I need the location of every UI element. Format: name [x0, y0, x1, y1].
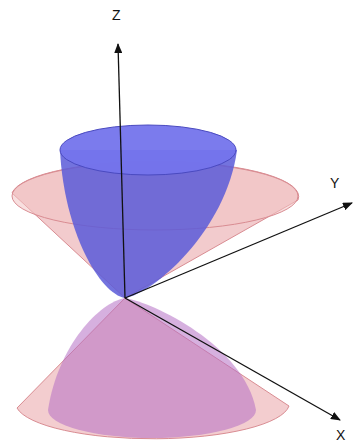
z-axis: [118, 44, 125, 298]
lower-paraboloid: [48, 298, 256, 438]
axis-label: Z: [112, 8, 121, 22]
y-axis: [125, 203, 352, 298]
upper-paraboloid-rim: [60, 125, 236, 175]
axis-label: X: [336, 428, 345, 442]
axis-label: Y: [330, 176, 339, 190]
x-axis: [125, 298, 340, 420]
